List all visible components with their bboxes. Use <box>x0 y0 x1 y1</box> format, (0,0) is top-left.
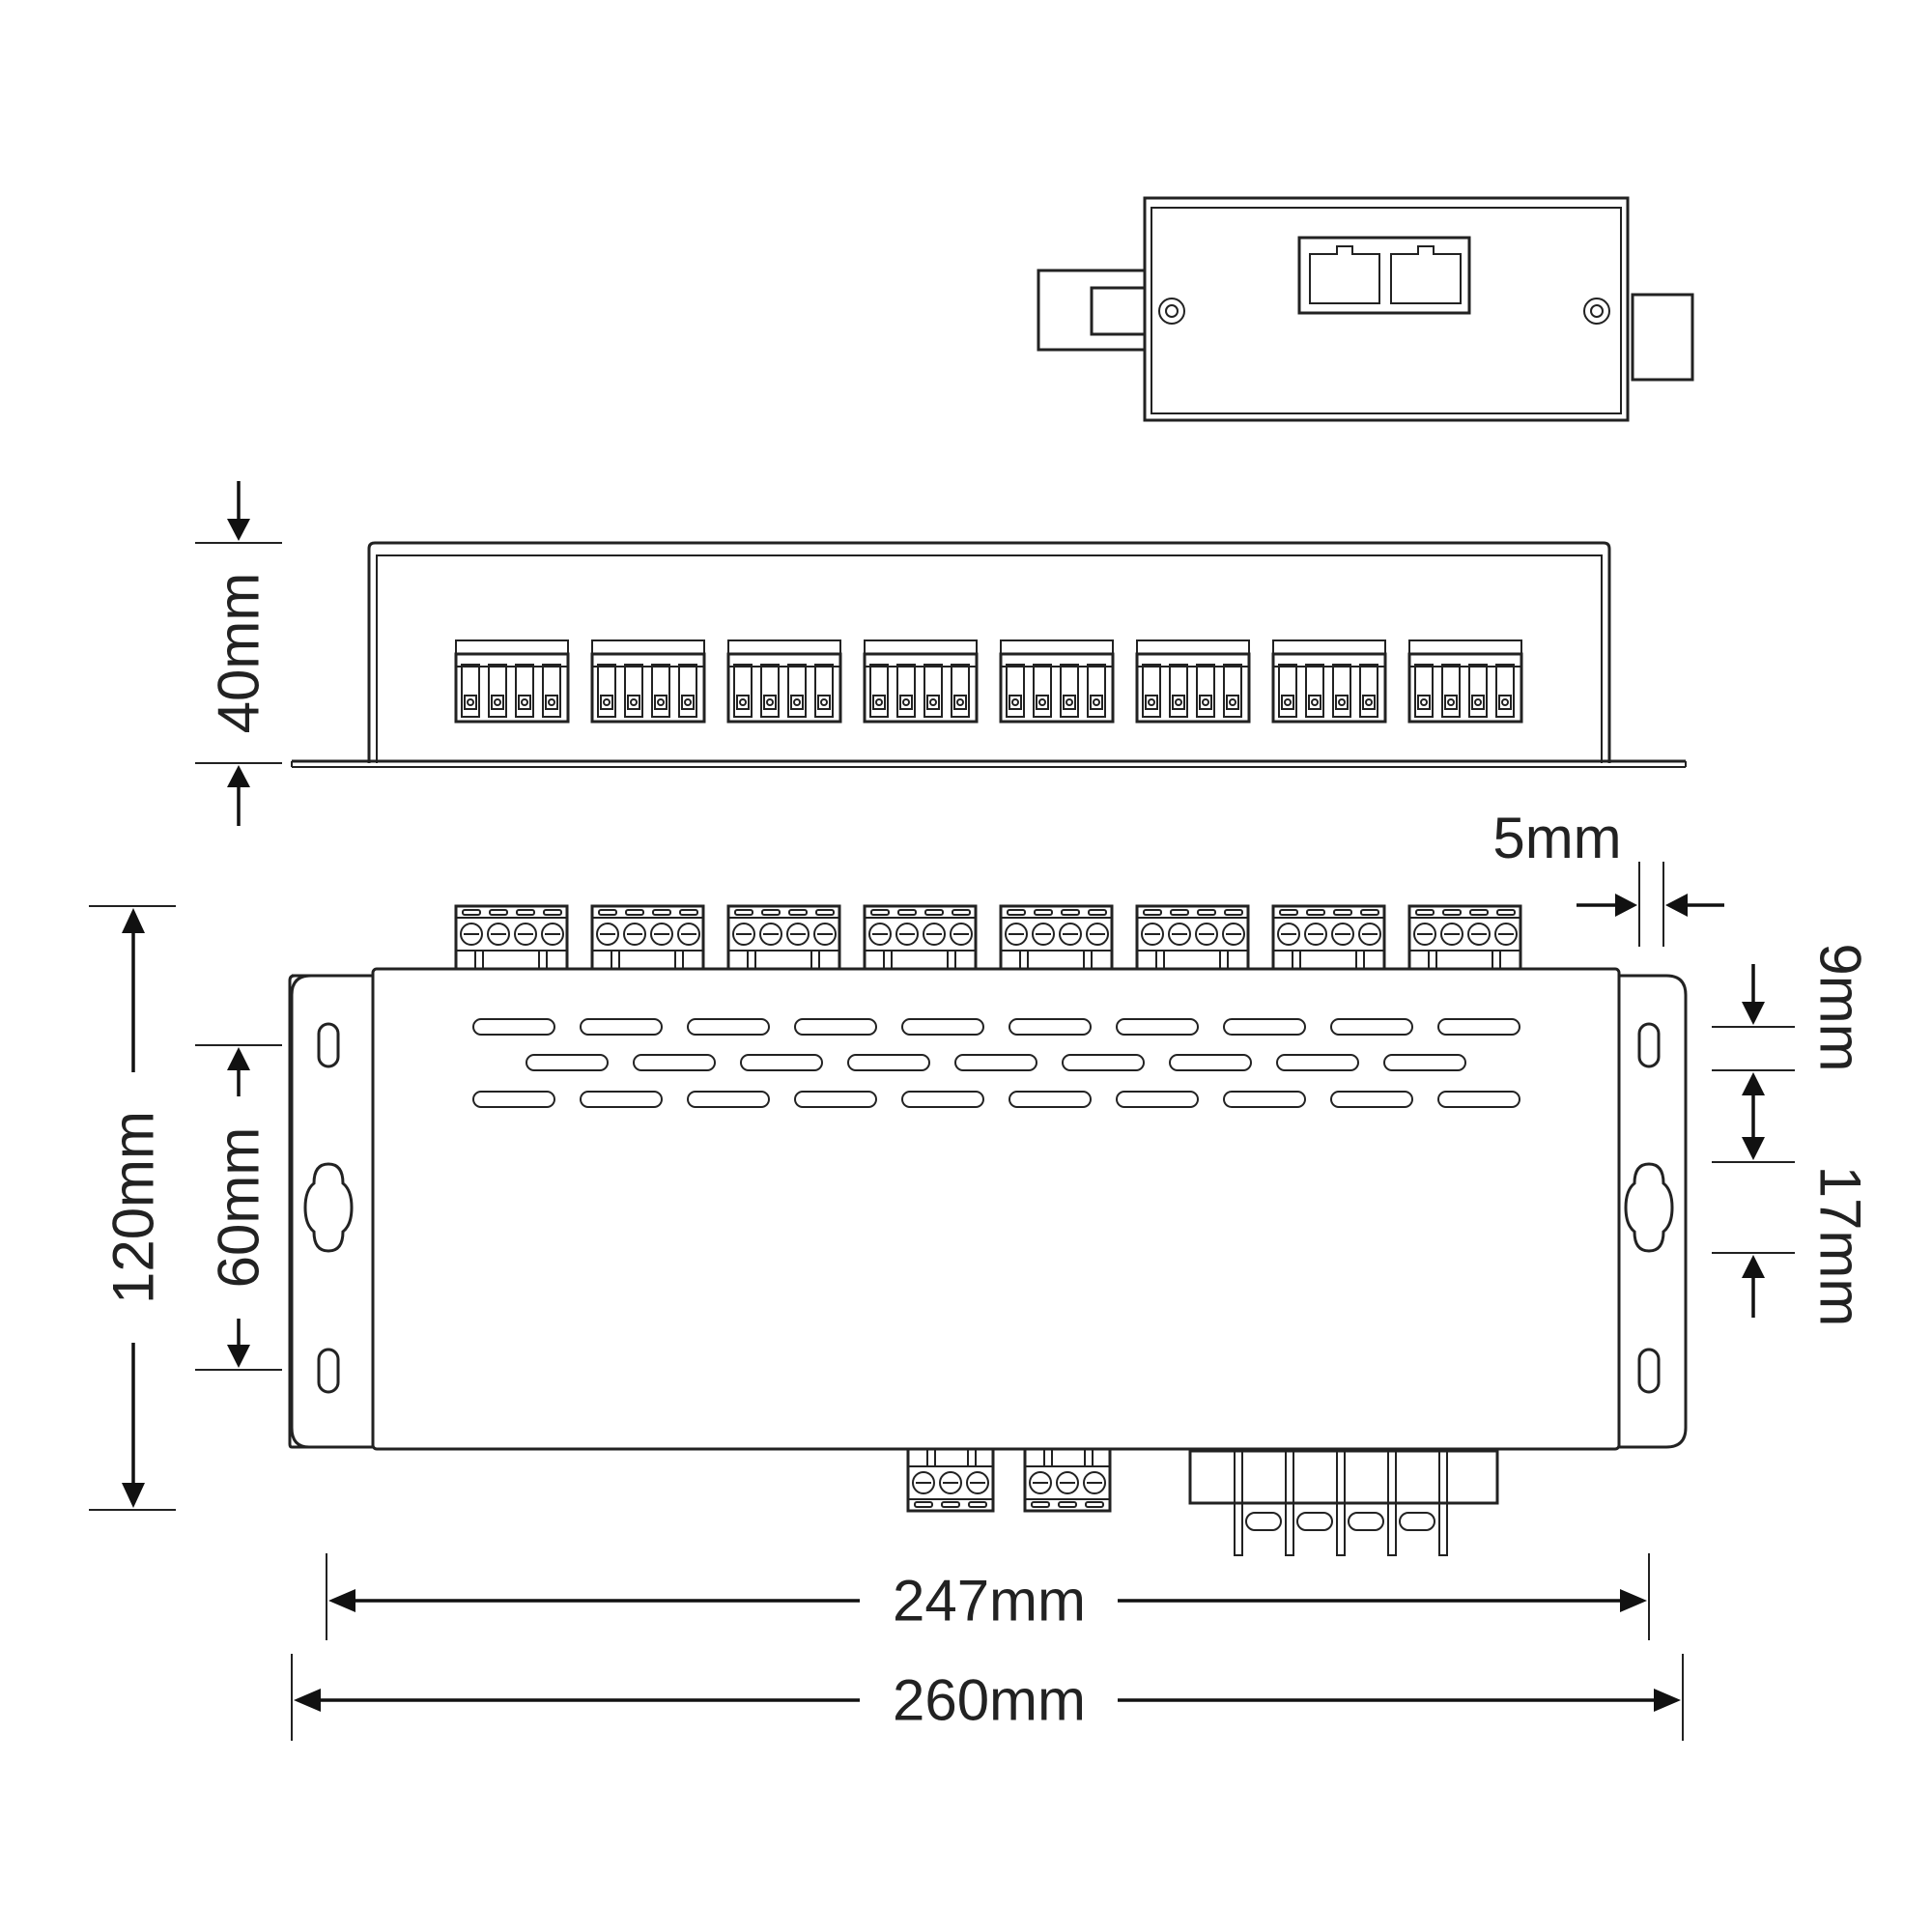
vent-slot <box>847 1054 930 1071</box>
front-view-housing <box>367 541 1611 763</box>
label-height: 40mm <box>207 573 271 734</box>
end-view <box>1037 196 1694 422</box>
top-view-housing <box>371 967 1621 1451</box>
vent-slot <box>1223 1018 1306 1036</box>
end-view-panel <box>1151 207 1622 414</box>
end-view-housing <box>1143 196 1630 422</box>
vent-slot <box>687 1091 770 1108</box>
vent-slot <box>1116 1091 1199 1108</box>
output-pin <box>1438 1450 1448 1556</box>
dim-hole-pitch: 247mm <box>326 1553 1650 1640</box>
dim-slot-offset: 9mm <box>1712 943 1873 1072</box>
terminal-block-top <box>1407 904 1522 972</box>
terminal-block-top <box>863 904 978 972</box>
vent-slot <box>901 1091 984 1108</box>
dim-total-length: 260mm <box>291 1654 1684 1741</box>
terminal-block-front <box>1135 639 1251 724</box>
rj45-port-icon <box>1309 245 1380 304</box>
vent-slot <box>633 1054 716 1071</box>
vent-slot <box>954 1054 1037 1071</box>
dim-hole-spacing: 60mm <box>195 1044 282 1371</box>
vent-slot <box>1383 1054 1466 1071</box>
vent-slot <box>794 1018 877 1036</box>
end-view-screw-right <box>1583 298 1610 325</box>
terminal-block-front <box>863 639 979 724</box>
output-pin <box>1234 1450 1282 1556</box>
end-view-right-bracket <box>1631 293 1694 382</box>
label-flange-thickness: 5mm <box>1492 806 1621 870</box>
vent-slot <box>580 1018 663 1036</box>
label-hole-spacing: 60mm <box>207 1127 271 1289</box>
vent-slot <box>740 1054 823 1071</box>
vent-slot <box>1330 1091 1413 1108</box>
mounting-hole-top-left <box>317 1022 340 1068</box>
vent-slot <box>1276 1054 1359 1071</box>
vent-slot <box>1437 1018 1520 1036</box>
terminal-block-bottom <box>906 1445 995 1513</box>
terminal-block-top <box>726 904 841 972</box>
mounting-hole-top-right <box>1637 1022 1661 1068</box>
vent-slot <box>1330 1018 1413 1036</box>
terminal-block-top <box>1271 904 1386 972</box>
terminal-block-top <box>590 904 705 972</box>
vent-slot <box>1437 1091 1520 1108</box>
output-pin <box>1285 1450 1333 1556</box>
mounting-hole-bottom-left <box>317 1348 340 1394</box>
terminal-block-bottom <box>1023 1445 1112 1513</box>
dim-height: 40mm <box>195 481 282 826</box>
label-hole-pitch: 247mm <box>893 1569 1086 1634</box>
dim-slot-gap: 17mm <box>1712 1072 1873 1326</box>
keyhole-slot-left <box>303 1162 354 1253</box>
label-total-depth: 120mm <box>101 1111 166 1304</box>
output-connector-block <box>1188 1449 1499 1556</box>
vent-slot <box>1169 1054 1252 1071</box>
output-pin <box>1387 1450 1435 1556</box>
vent-slot <box>1009 1018 1092 1036</box>
vent-slot <box>526 1054 609 1071</box>
output-pin <box>1336 1450 1384 1556</box>
front-view <box>291 541 1687 768</box>
bottom-terminal-row <box>906 1445 1112 1513</box>
rj45-port-icon <box>1390 245 1462 304</box>
dim-total-depth: 120mm <box>89 905 176 1511</box>
label-total-length: 260mm <box>893 1668 1086 1733</box>
vent-slot <box>472 1018 555 1036</box>
vent-slot <box>472 1091 555 1108</box>
front-terminal-row <box>454 639 1523 724</box>
terminal-block-front <box>454 639 570 724</box>
terminal-block-front <box>726 639 842 724</box>
vent-slot <box>1062 1054 1145 1071</box>
mounting-hole-bottom-right <box>1637 1348 1661 1394</box>
end-view-left-bracket-inner <box>1090 286 1149 336</box>
end-view-screw-left <box>1158 298 1185 325</box>
vent-slot <box>580 1091 663 1108</box>
vent-slot <box>901 1018 984 1036</box>
vent-slot <box>1223 1091 1306 1108</box>
vent-slot <box>794 1091 877 1108</box>
terminal-block-front <box>1407 639 1523 724</box>
terminal-block-front <box>1271 639 1387 724</box>
terminal-block-front <box>999 639 1115 724</box>
top-terminal-row <box>454 904 1522 972</box>
vent-slot <box>687 1018 770 1036</box>
label-slot-offset: 9mm <box>1808 943 1873 1071</box>
top-view <box>288 904 1688 1556</box>
vent-slot-grid <box>472 1018 1520 1108</box>
rj45-block <box>1297 236 1471 315</box>
label-slot-gap: 17mm <box>1808 1166 1873 1327</box>
vent-slot <box>1116 1018 1199 1036</box>
terminal-block-top <box>1135 904 1250 972</box>
dim-flange-thickness: 5mm <box>1492 806 1724 947</box>
keyhole-slot-right <box>1624 1162 1674 1253</box>
vent-slot <box>1009 1091 1092 1108</box>
terminal-block-front <box>590 639 706 724</box>
terminal-block-top <box>999 904 1114 972</box>
terminal-block-top <box>454 904 569 972</box>
